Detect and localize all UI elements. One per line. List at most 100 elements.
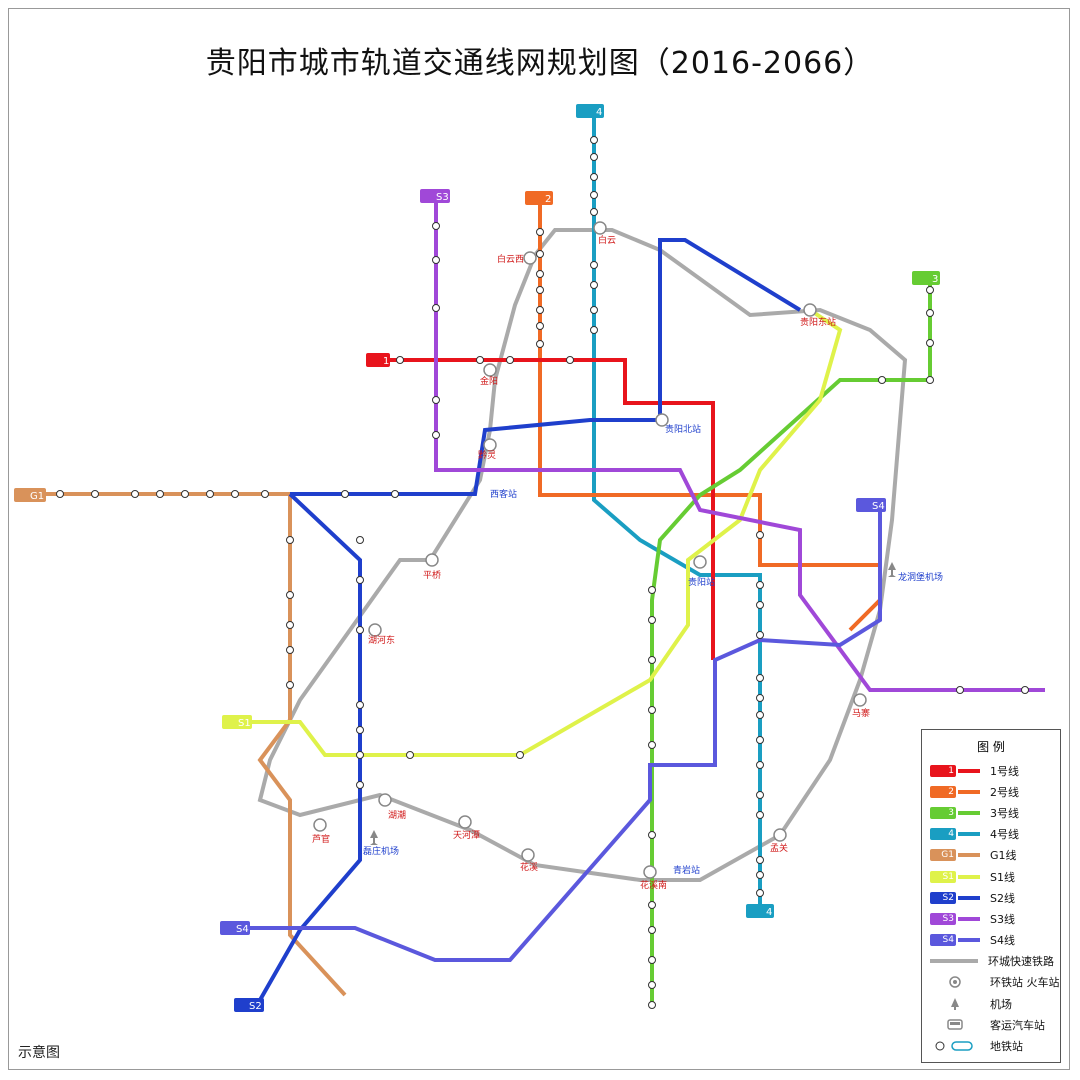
legend-item: 1 1号线 xyxy=(922,760,1060,781)
legend-item: 地铁站 xyxy=(922,1035,1060,1056)
svg-text:贵阳东站: 贵阳东站 xyxy=(800,316,836,328)
line-badge-icon: G1 xyxy=(930,849,956,862)
schematic-note: 示意图 xyxy=(18,1045,60,1061)
legend-title: 图 例 xyxy=(977,740,1005,754)
line-3-badge: 3 xyxy=(912,271,940,285)
line-4-path xyxy=(592,118,762,910)
line-badge-icon: S1 xyxy=(930,870,956,883)
svg-text:花溪南: 花溪南 xyxy=(640,879,667,891)
legend-item-label: S3线 xyxy=(990,912,1015,926)
svg-text:1: 1 xyxy=(383,356,389,367)
legend-item-label: 环城快速铁路 xyxy=(988,955,1054,969)
legend-item-label: G1线 xyxy=(990,849,1017,863)
line-swatch xyxy=(958,938,980,943)
line-s2-path xyxy=(258,238,802,1001)
line-swatch xyxy=(958,895,980,900)
line-s2-badge: S2 xyxy=(234,998,264,1012)
legend-item: S2 S2线 xyxy=(922,887,1060,908)
line-s1-badge: S1 xyxy=(222,715,252,729)
svg-text:孟关: 孟关 xyxy=(770,842,788,854)
legend-item: S1 S1线 xyxy=(922,866,1060,887)
line-s4-badge-right: S4 xyxy=(856,498,886,512)
svg-text:4: 4 xyxy=(766,907,772,918)
legend-item: S4 S4线 xyxy=(922,930,1060,951)
airport-icon xyxy=(930,997,980,1011)
line-s4-badge-left: S4 xyxy=(220,921,250,935)
line-badge-icon: 3 xyxy=(930,806,956,819)
line-swatch xyxy=(958,853,980,858)
svg-text:G1: G1 xyxy=(30,491,44,502)
legend-item: 环铁站 火车站 xyxy=(922,972,1060,993)
svg-text:S3: S3 xyxy=(436,192,449,203)
line-badge-icon: S3 xyxy=(930,912,956,925)
legend-item-label: S4线 xyxy=(990,934,1015,948)
line-swatch xyxy=(958,789,980,794)
line-2-path xyxy=(538,205,882,632)
legend-item-label: 客运汽车站 xyxy=(990,1018,1045,1032)
line-2-badge: 2 xyxy=(525,191,553,205)
legend-item: 3 3号线 xyxy=(922,802,1060,823)
svg-text:西客站: 西客站 xyxy=(490,488,517,500)
line-swatch xyxy=(958,874,980,879)
legend-item-label: 3号线 xyxy=(990,806,1019,820)
svg-text:青岩站: 青岩站 xyxy=(673,864,700,876)
line-1-badge: 1 xyxy=(366,353,390,367)
station-dots xyxy=(56,136,1029,1009)
legend-item-label: 4号线 xyxy=(990,828,1019,842)
line-s4-path xyxy=(230,510,882,962)
ring-railway-swatch xyxy=(930,959,978,964)
svg-text:湖潮: 湖潮 xyxy=(388,809,406,821)
legend-item-label: S2线 xyxy=(990,891,1015,905)
legend-item: 机场 xyxy=(922,993,1060,1014)
line-badge-icon: 2 xyxy=(930,785,956,798)
legend-item: 客运汽车站 xyxy=(922,1014,1060,1035)
legend-item: S3 S3线 xyxy=(922,908,1060,929)
line-swatch xyxy=(958,810,980,815)
line-g1-path xyxy=(30,492,347,997)
metro-station-icon xyxy=(930,1040,980,1052)
legend-item-label: 1号线 xyxy=(990,764,1019,778)
legend-item-label: S1线 xyxy=(990,870,1015,884)
rail-station-markers xyxy=(313,221,867,879)
rail-station-icon xyxy=(930,975,980,989)
svg-text:S4: S4 xyxy=(872,501,885,512)
line-s3-badge: S3 xyxy=(420,189,450,203)
line-4-badge-top: 4 xyxy=(576,104,604,118)
legend-item-label: 机场 xyxy=(990,997,1012,1011)
svg-text:3: 3 xyxy=(932,274,938,285)
line-1-path xyxy=(390,358,715,660)
line-s3-path xyxy=(434,200,1045,692)
line-badge-icon: 1 xyxy=(930,764,956,777)
svg-text:芦官: 芦官 xyxy=(312,833,330,845)
legend-item-label: 地铁站 xyxy=(990,1040,1023,1054)
map-title: 贵阳市城市轨道交通线网规划图（2016-2066） xyxy=(205,46,875,81)
map-frame xyxy=(8,8,1070,1070)
line-swatch xyxy=(958,832,980,837)
svg-text:金阳: 金阳 xyxy=(480,375,498,387)
svg-text:湖河东: 湖河东 xyxy=(368,634,395,646)
airport-icon xyxy=(370,562,896,845)
legend-item: G1 G1线 xyxy=(922,845,1060,866)
svg-text:黔灵: 黔灵 xyxy=(478,449,496,461)
line-g1-badge: G1 xyxy=(14,488,46,502)
svg-text:S1: S1 xyxy=(238,718,251,729)
svg-text:4: 4 xyxy=(596,107,602,118)
line-4-badge-bottom: 4 xyxy=(746,904,774,918)
legend-item: 环城快速铁路 xyxy=(922,951,1060,972)
line-badge-icon: S4 xyxy=(930,934,956,947)
line-badge-icon: S2 xyxy=(930,891,956,904)
svg-text:马寨: 马寨 xyxy=(852,707,870,719)
svg-text:平桥: 平桥 xyxy=(423,569,441,581)
ring-railway-line xyxy=(257,228,908,882)
svg-text:天河潭: 天河潭 xyxy=(453,829,480,841)
legend-item-label: 2号线 xyxy=(990,785,1019,799)
svg-text:S4: S4 xyxy=(236,924,249,935)
svg-text:磊庄机场: 磊庄机场 xyxy=(363,845,399,857)
svg-text:白云: 白云 xyxy=(598,234,616,246)
